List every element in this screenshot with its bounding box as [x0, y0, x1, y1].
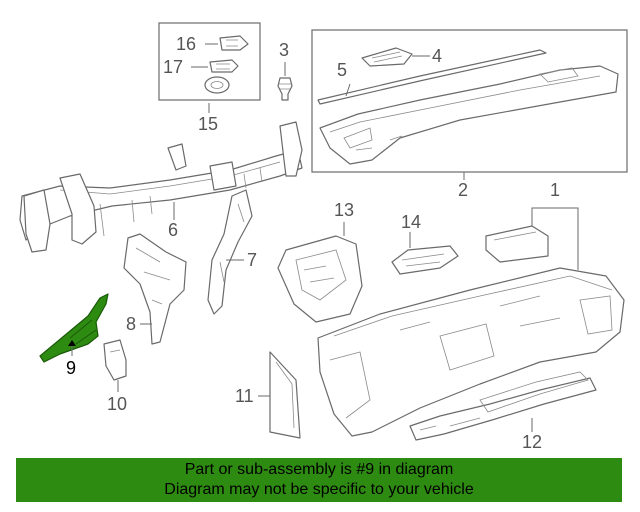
bracket-10-shape	[103, 339, 127, 392]
inset-box-15	[158, 22, 261, 101]
instrument-panel-1-shape	[317, 207, 625, 437]
callout-12: 12	[522, 432, 542, 452]
callout-7: 7	[247, 250, 257, 270]
callout-8: 8	[126, 314, 136, 334]
clip-kit-inset	[158, 22, 261, 113]
clip-3-shape	[277, 62, 293, 101]
bracket-13-shape	[277, 222, 363, 323]
upper-dash-pad-shape	[319, 65, 619, 165]
speaker-grille-4-shape	[361, 47, 413, 67]
callout-3: 3	[279, 40, 289, 60]
bracket-8-shape	[123, 233, 187, 345]
duct-14-shape	[391, 232, 459, 275]
banner-line-2: Diagram may not be specific to your vehi…	[164, 481, 474, 498]
callout-5: 5	[337, 60, 347, 80]
bracket-7-shape	[207, 189, 253, 315]
parts-diagram: 16 17 15 3 5 4 2 1 6 7 8 9 10 11 12 13 1…	[19, 22, 628, 452]
trim-strip-5-shape	[317, 49, 547, 105]
dash-pad-inset	[311, 29, 628, 180]
callout-4: 4	[432, 46, 442, 66]
callout-11: 11	[235, 386, 254, 406]
banner-line-1: Part or sub-assembly is #9 in diagram	[184, 461, 454, 478]
duct-12-shape	[409, 371, 597, 441]
reinforcement-6-shape	[19, 121, 303, 253]
side-cover-11-shape	[258, 351, 301, 439]
callout-14: 14	[401, 212, 421, 232]
clip-17-shape	[209, 59, 239, 73]
callout-13: 13	[334, 200, 354, 220]
info-banner: Part or sub-assembly is #9 in diagram Di…	[16, 458, 622, 502]
callout-17: 17	[163, 57, 183, 77]
callout-16: 16	[176, 34, 196, 54]
callout-9: 9	[66, 358, 76, 378]
callout-10: 10	[107, 394, 127, 414]
callout-1: 1	[550, 180, 560, 200]
clip-16-shape	[219, 35, 249, 51]
callout-6: 6	[168, 220, 178, 240]
grommet-shape	[204, 76, 230, 94]
callout-2: 2	[458, 180, 468, 200]
callout-15: 15	[198, 114, 218, 134]
inset-box-2	[311, 29, 628, 173]
part-9-shape	[39, 293, 109, 363]
